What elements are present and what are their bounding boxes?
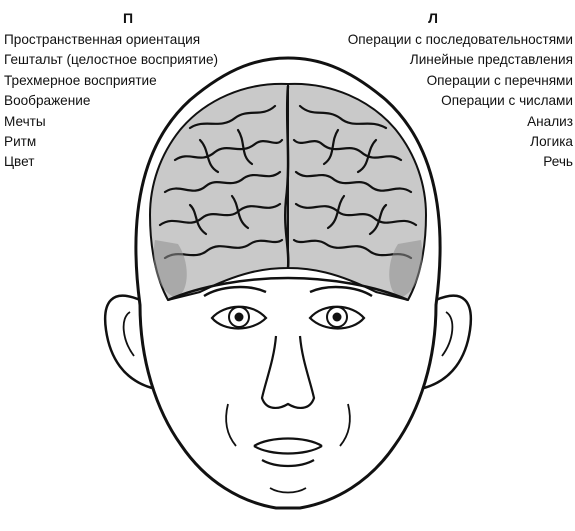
cheek-line-left-side: [340, 404, 350, 446]
eyebrow-left-side: [310, 287, 372, 296]
eyebrow-right-side: [204, 287, 266, 296]
ear-left-side-inner: [442, 312, 452, 356]
chin-line: [270, 488, 306, 493]
brain: [150, 84, 426, 300]
eye-right-side: [212, 307, 266, 329]
ear-right-side: [105, 296, 152, 388]
nose: [262, 336, 314, 408]
ear-left-side: [424, 296, 471, 388]
mouth: [254, 439, 322, 467]
ear-right-side-inner: [124, 312, 134, 356]
cheek-line-right-side: [226, 404, 236, 446]
eye-left-side: [310, 307, 364, 329]
